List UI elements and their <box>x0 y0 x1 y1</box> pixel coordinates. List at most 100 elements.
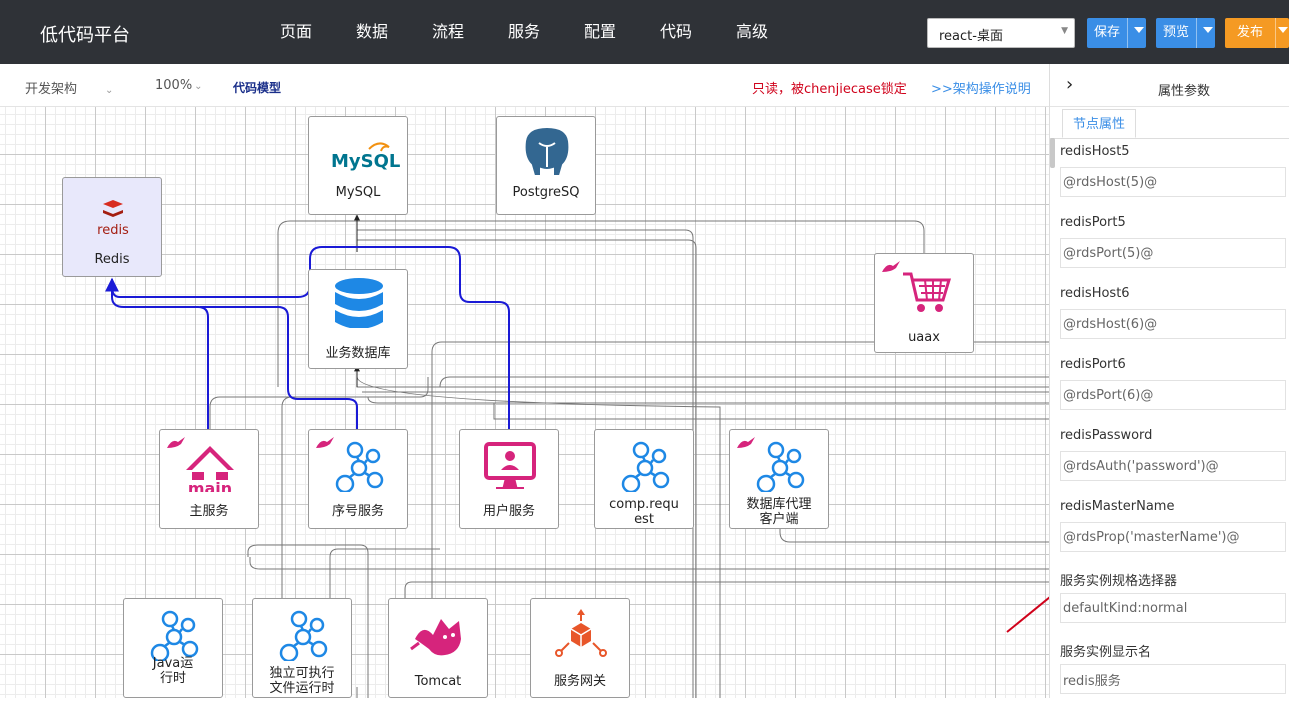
node-label: MySQL <box>335 185 381 200</box>
save-button-label: 保存 <box>1093 25 1120 40</box>
node-label: Redis <box>94 252 130 267</box>
preview-button-label: 预览 <box>1162 25 1189 40</box>
zoom-select[interactable]: 100%⌄ <box>155 78 203 93</box>
caret-down-icon <box>1134 27 1144 33</box>
caret-down-icon <box>1203 27 1213 33</box>
chevron-down-icon: ⌄ <box>105 85 114 96</box>
service-cluster-icon <box>335 441 384 492</box>
node-executable-runtime[interactable]: 独立可执行文件运行时 <box>252 598 352 698</box>
property-row: redisMasterName <box>1050 497 1289 568</box>
redis-logo-icon: redis <box>97 200 129 238</box>
architecture-canvas[interactable]: MySQL MySQL PostgreSQ redis Redis 业务数据库 <box>0 107 1049 698</box>
property-label: redisPassword <box>1060 428 1153 443</box>
database-icon <box>335 278 383 328</box>
property-input[interactable] <box>1060 451 1286 481</box>
property-row: 服务实例显示名 <box>1050 639 1289 710</box>
property-input[interactable] <box>1060 238 1286 268</box>
property-input[interactable] <box>1060 522 1286 552</box>
property-input[interactable] <box>1060 167 1286 197</box>
nav-item-service[interactable]: 服务 <box>507 22 540 41</box>
panel-scrollbar[interactable] <box>1050 138 1055 168</box>
save-dropdown-toggle[interactable] <box>1127 18 1147 48</box>
publish-button[interactable]: 发布 <box>1225 18 1289 48</box>
properties-panel: › 属性参数 节点属性 redisHost5 redisPort5 redisH… <box>1049 64 1289 698</box>
chevron-right-icon[interactable]: › <box>1066 74 1074 95</box>
property-label: redisMasterName <box>1060 499 1175 514</box>
property-row: redisHost5 <box>1050 142 1289 213</box>
user-monitor-icon <box>484 442 536 489</box>
node-user-service[interactable]: 用户服务 <box>459 429 559 529</box>
service-cluster-icon <box>621 441 670 492</box>
node-label: Java运行时 <box>152 656 194 686</box>
readonly-lock-notice: 只读，被chenjiecase锁定 <box>752 82 907 97</box>
gateway-cube-icon <box>555 609 607 657</box>
publish-button-label: 发布 <box>1236 25 1263 40</box>
node-label: 序号服务 <box>331 504 384 519</box>
code-model-link[interactable]: 代码模型 <box>233 81 282 95</box>
node-mysql[interactable]: MySQL MySQL <box>308 116 408 215</box>
save-button[interactable]: 保存 <box>1087 18 1146 48</box>
mysql-logo-text: MySQL <box>331 151 400 172</box>
redis-logo-text: redis <box>97 223 129 238</box>
node-label: 用户服务 <box>482 504 535 519</box>
pink-bird-mark-icon <box>316 437 334 448</box>
node-business-db[interactable]: 业务数据库 <box>308 269 408 369</box>
property-input[interactable] <box>1060 380 1286 410</box>
node-label: 主服务 <box>189 504 229 519</box>
main-nav: 页面 数据 流程 服务 配置 代码 高级 <box>258 0 790 64</box>
node-label: PostgreSQ <box>512 185 580 200</box>
tab-node-properties[interactable]: 节点属性 <box>1062 109 1137 138</box>
property-input[interactable] <box>1060 309 1286 339</box>
node-comp-request[interactable]: comp.request <box>594 429 694 529</box>
preview-button[interactable]: 预览 <box>1156 18 1215 48</box>
layout-select[interactable]: 开发架构 ⌄ <box>25 78 113 97</box>
top-bar: 低代码平台 页面 数据 流程 服务 配置 代码 高级 react-桌面 ▼ 保存… <box>0 0 1289 64</box>
nav-item-data[interactable]: 数据 <box>355 22 388 41</box>
property-input[interactable] <box>1060 664 1286 694</box>
property-input[interactable] <box>1060 593 1286 623</box>
property-label: 服务实例显示名 <box>1060 645 1152 660</box>
property-label: 服务实例规格选择器 <box>1060 574 1178 589</box>
caret-down-icon <box>1278 27 1288 33</box>
publish-dropdown-toggle[interactable] <box>1275 18 1289 48</box>
node-uaax[interactable]: uaax <box>874 253 974 353</box>
nav-item-code[interactable]: 代码 <box>659 22 692 41</box>
nav-item-advanced[interactable]: 高级 <box>735 22 768 41</box>
nav-item-config[interactable]: 配置 <box>583 22 616 41</box>
panel-title: 属性参数 <box>1158 84 1211 99</box>
node-main-service[interactable]: main 主服务 <box>159 429 259 529</box>
nav-item-page[interactable]: 页面 <box>279 22 312 41</box>
preview-dropdown-toggle[interactable] <box>1196 18 1216 48</box>
tomcat-cat-icon <box>410 619 461 656</box>
node-label: 数据库代理客户端 <box>746 497 812 527</box>
property-label: redisPort6 <box>1060 357 1126 372</box>
node-postgresql[interactable]: PostgreSQ <box>496 116 596 215</box>
node-redis[interactable]: redis Redis <box>62 177 162 277</box>
node-label: comp.request <box>609 497 679 527</box>
canvas-toolbar: 开发架构 ⌄ 100%⌄ 代码模型 只读，被chenjiecase锁定 >>架构操… <box>0 64 1049 107</box>
pink-bird-mark-icon <box>882 261 900 272</box>
chevron-down-icon: ▼ <box>1061 26 1068 36</box>
node-label: 服务网关 <box>553 674 606 689</box>
node-label: 独立可执行文件运行时 <box>269 666 335 696</box>
node-db-proxy-client[interactable]: 数据库代理客户端 <box>729 429 829 529</box>
service-cluster-icon <box>279 610 328 661</box>
pink-bird-mark-icon <box>737 437 755 448</box>
nav-item-flow[interactable]: 流程 <box>431 22 464 41</box>
chevron-down-icon: ⌄ <box>194 81 203 92</box>
shopping-cart-icon <box>903 272 952 312</box>
env-select[interactable]: react-桌面 ▼ <box>927 18 1075 48</box>
mysql-logo-icon: MySQL <box>331 142 400 172</box>
node-service-gateway[interactable]: 服务网关 <box>530 598 630 698</box>
env-select-value: react-桌面 <box>939 29 1003 44</box>
node-sequence-service[interactable]: 序号服务 <box>308 429 408 529</box>
node-java-runtime[interactable]: Java运行时 <box>123 598 223 698</box>
node-tomcat[interactable]: Tomcat <box>388 598 488 698</box>
node-label: Tomcat <box>414 674 462 689</box>
panel-header: › 属性参数 <box>1050 64 1289 107</box>
house-main-icon: main <box>186 446 234 492</box>
architecture-help-link[interactable]: >>架构操作说明 <box>931 82 1031 97</box>
property-list: redisHost5 redisPort5 redisHost6 redisPo… <box>1050 142 1289 710</box>
layout-select-value: 开发架构 <box>25 82 78 97</box>
connection-lines <box>105 214 1049 698</box>
